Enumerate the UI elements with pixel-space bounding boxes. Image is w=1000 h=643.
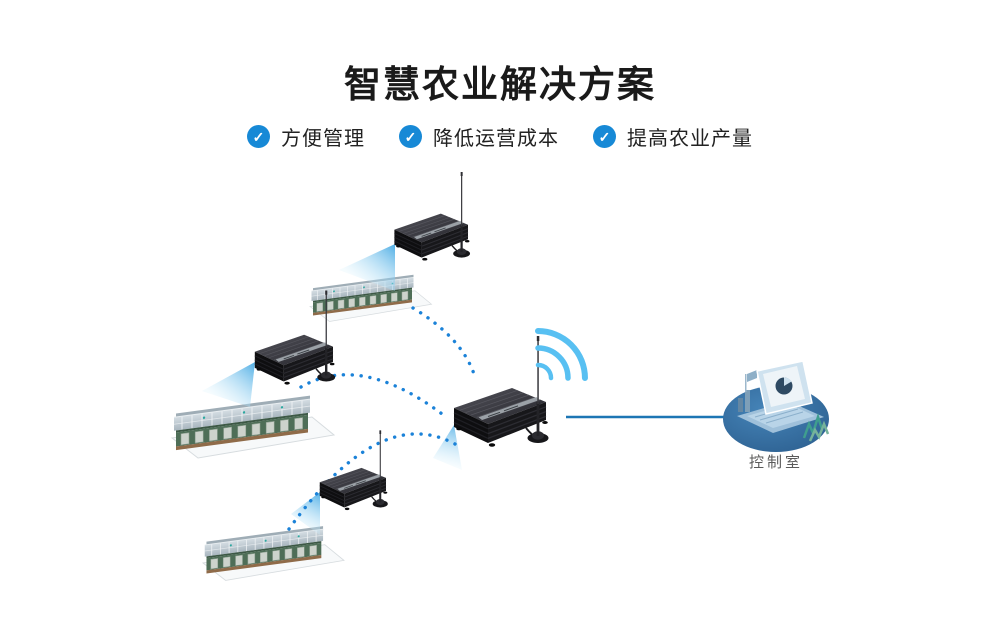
- feature-badges-row: ✓ 方便管理 ✓ 降低运营成本 ✓ 提高农业产量: [0, 122, 1000, 151]
- gateway-device: [453, 335, 550, 448]
- check-icon: ✓: [399, 125, 422, 148]
- coverage-beam-1: [339, 244, 395, 291]
- coverage-beam-3: [291, 492, 320, 535]
- control-room-laptop-icon: [723, 360, 830, 452]
- control-room-label: 控制室: [748, 454, 803, 471]
- page-title: 智慧农业解决方案: [344, 64, 656, 105]
- feature-badge-higher-yield: ✓ 提高农业产量: [593, 122, 753, 151]
- wireless-link-1: [411, 306, 476, 376]
- coverage-beam-2: [202, 362, 255, 407]
- feature-label: 降低运营成本: [433, 128, 559, 150]
- wireless-link-2: [299, 373, 448, 419]
- feature-badge-easy-management: ✓ 方便管理: [247, 122, 365, 151]
- dtu-device-1: [393, 171, 471, 262]
- wifi-signal-icon: [535, 328, 588, 381]
- feature-badge-lower-cost: ✓ 降低运营成本: [399, 122, 559, 151]
- feature-label: 提高农业产量: [627, 128, 753, 150]
- greenhouse-2: [171, 395, 335, 459]
- feature-label: 方便管理: [281, 128, 365, 150]
- coverage-beam-gateway: [433, 425, 462, 470]
- wireless-link-3: [287, 432, 457, 531]
- check-icon: ✓: [593, 125, 616, 148]
- greenhouse-3: [202, 525, 345, 581]
- check-icon: ✓: [247, 125, 270, 148]
